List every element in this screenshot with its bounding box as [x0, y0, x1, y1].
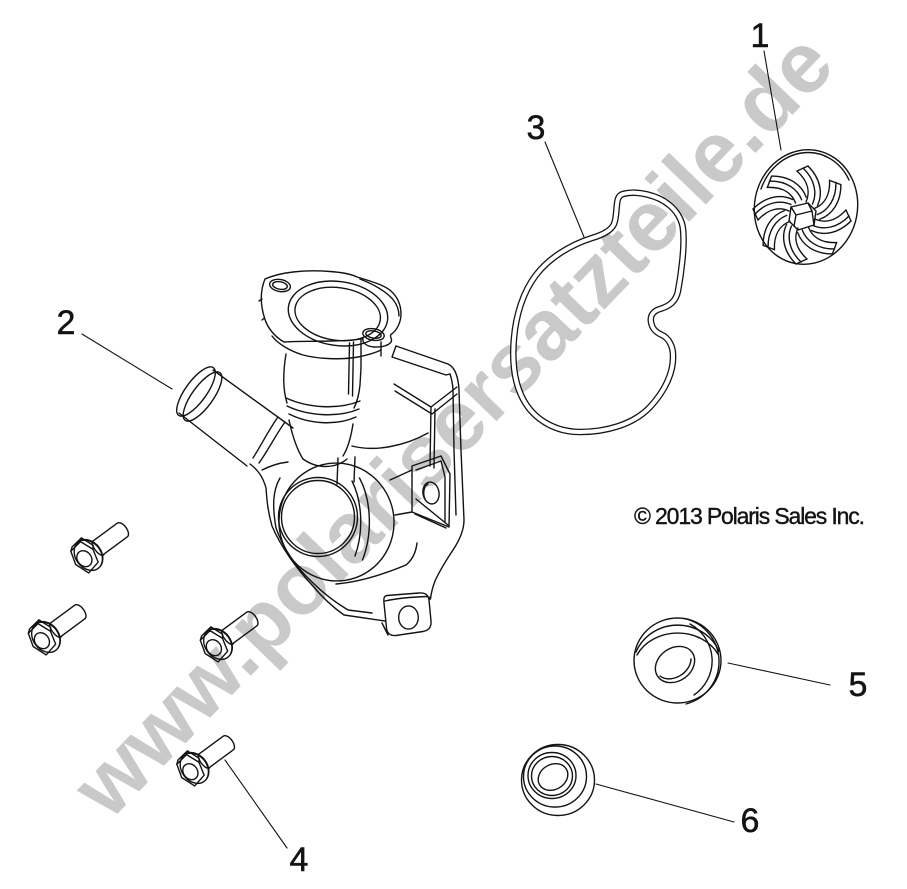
svg-text:3: 3	[527, 109, 546, 147]
svg-text:1: 1	[751, 17, 770, 55]
svg-text:© 2013 Polaris Sales Inc.: © 2013 Polaris Sales Inc.	[634, 503, 865, 529]
svg-text:5: 5	[849, 666, 868, 704]
svg-text:2: 2	[57, 304, 76, 342]
svg-text:4: 4	[290, 841, 309, 879]
svg-text:6: 6	[741, 802, 760, 840]
